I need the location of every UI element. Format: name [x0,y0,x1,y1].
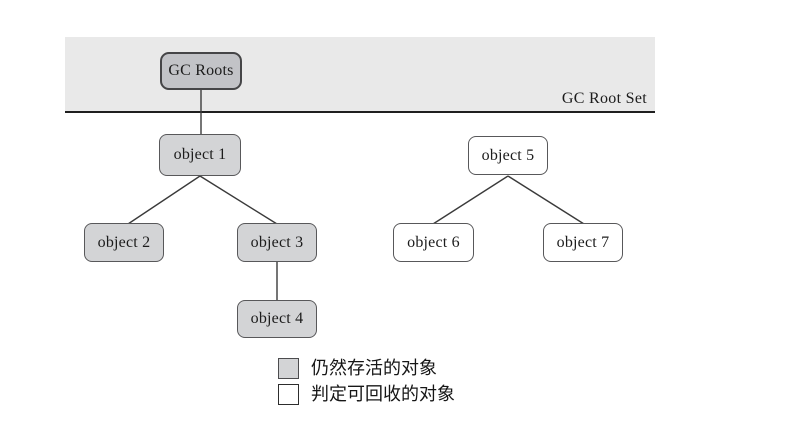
node-object-5: object 5 [468,136,548,175]
node-object-6: object 6 [393,223,474,262]
legend-item-alive: 仍然存活的对象 [278,358,455,379]
edge-object5-object7 [507,175,585,225]
gc-root-set-label: GC Root Set [561,90,647,107]
legend-label-alive: 仍然存活的对象 [311,358,437,378]
node-object-1: object 1 [159,134,241,176]
edge-object5-object6 [432,175,509,225]
edge-object1-object2 [127,175,201,225]
gc-root-set-band: GC Root Set [65,37,655,113]
node-object-7: object 7 [543,223,623,262]
node-object-2: object 2 [84,223,164,262]
legend-label-reclaimable: 判定可回收的对象 [311,384,455,404]
legend-swatch-reclaimable [278,384,299,405]
node-gc-roots: GC Roots [160,52,242,90]
node-object-3: object 3 [237,223,317,262]
node-object-4: object 4 [237,300,317,338]
legend-item-reclaimable: 判定可回收的对象 [278,384,455,405]
legend: 仍然存活的对象 判定可回收的对象 [278,358,455,405]
legend-swatch-alive [278,358,299,379]
edge-object1-object3 [199,175,278,225]
